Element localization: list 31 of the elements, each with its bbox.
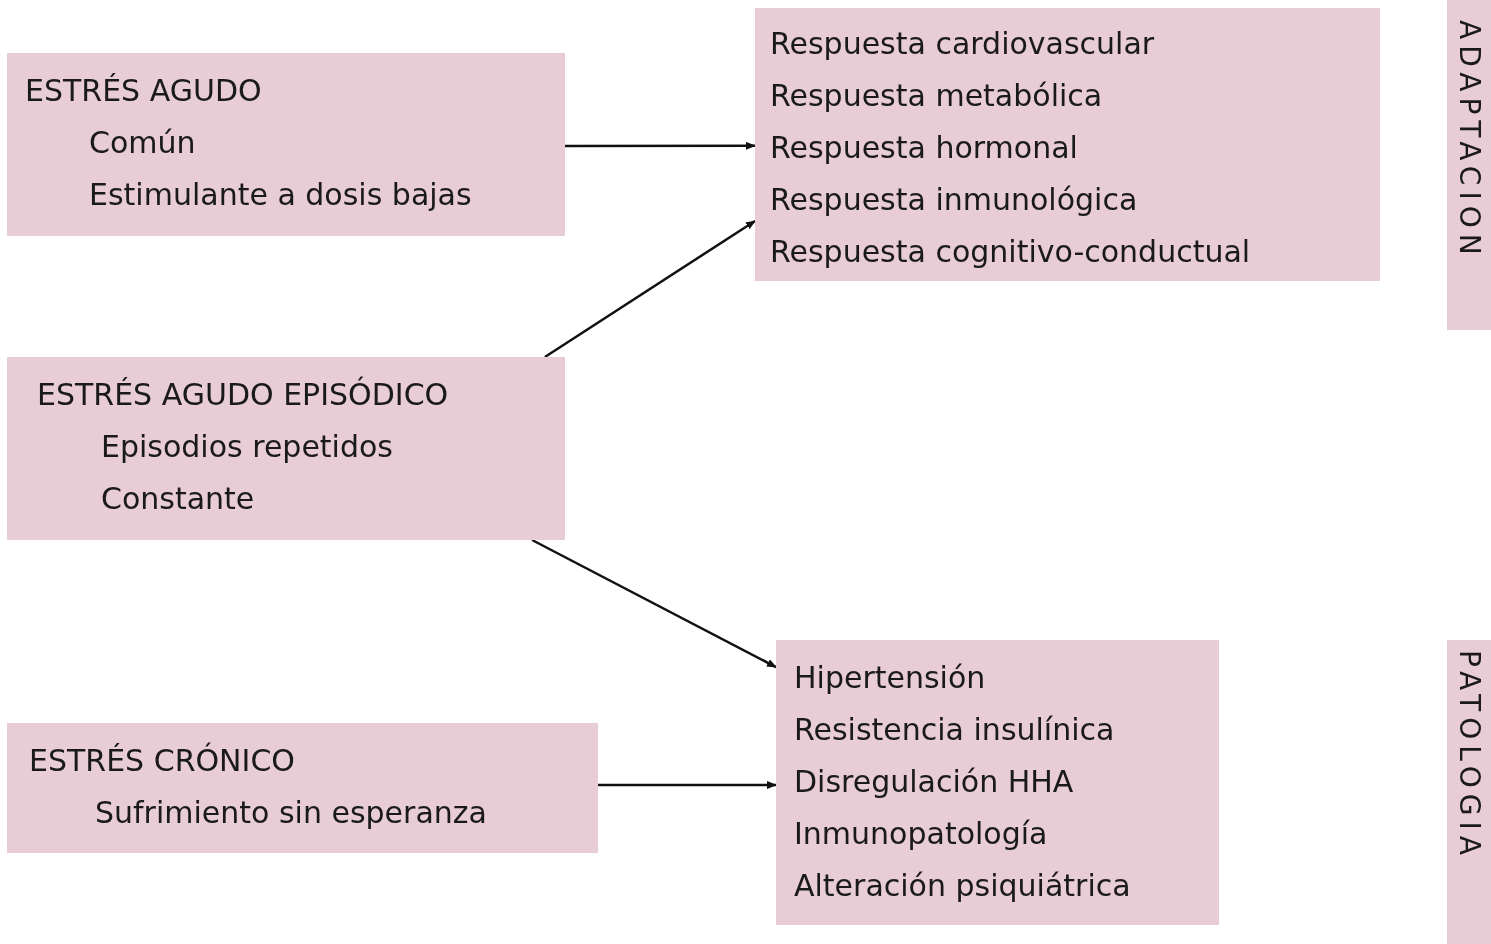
arrow	[531, 538, 777, 669]
text-box	[755, 8, 1380, 281]
box-text: Estimulante a dosis bajas	[89, 176, 472, 214]
text-box	[776, 640, 1219, 925]
box-text: Respuesta cardiovascular	[770, 25, 1155, 63]
box-heading: ESTRÉS AGUDO	[25, 72, 262, 110]
box-heading: ESTRÉS CRÓNICO	[29, 741, 295, 780]
text-box	[7, 53, 565, 236]
box-text: Respuesta hormonal	[770, 129, 1078, 167]
side-band	[1447, 640, 1491, 944]
box-text: Inmunopatología	[794, 815, 1048, 853]
text-box	[7, 723, 598, 853]
side-band	[1447, 0, 1491, 330]
side-label: PATOLOGIA	[1452, 650, 1487, 861]
box-text: Alteración psiquiátrica	[794, 867, 1131, 905]
arrow	[544, 219, 756, 359]
box-text: Sufrimiento sin esperanza	[95, 794, 487, 832]
text-box	[7, 357, 565, 540]
box-text: Resistencia insulínica	[794, 711, 1115, 749]
box-text: Constante	[101, 480, 255, 518]
box-text: Hipertensión	[794, 659, 986, 697]
box-text: Respuesta inmunológica	[770, 181, 1138, 219]
arrow	[565, 141, 756, 150]
box-text: Respuesta cognitivo-conductual	[770, 233, 1251, 271]
arrow	[598, 781, 777, 790]
side-label: ADAPTACION	[1452, 20, 1487, 261]
box-text: Disregulación HHA	[794, 763, 1074, 801]
box-text: Común	[89, 124, 196, 162]
box-heading: ESTRÉS AGUDO EPISÓDICO	[37, 375, 449, 414]
box-text: Episodios repetidos	[101, 428, 393, 466]
box-text: Respuesta metabólica	[770, 77, 1103, 115]
